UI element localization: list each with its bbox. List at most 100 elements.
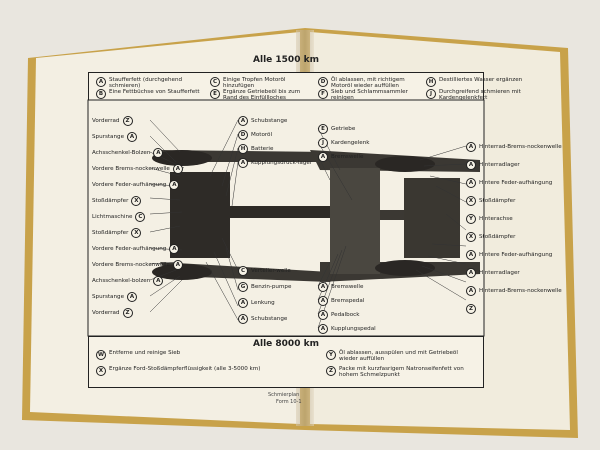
- label-text: Bremswelle: [331, 284, 364, 290]
- lubrication-code-icon: C: [210, 77, 220, 87]
- interval-1500-title: Alle 1500 km: [253, 55, 319, 65]
- label-text: Hinterachse: [479, 216, 513, 222]
- lubrication-code-icon: E: [318, 124, 328, 134]
- lubrication-code-icon: A: [238, 158, 248, 168]
- lubrication-code-icon: A: [466, 178, 476, 188]
- label-text: Schubstange: [251, 316, 288, 322]
- label-text: Hinterrad-Brems-nockenwelle: [479, 288, 562, 294]
- lubrication-code-icon: F: [318, 89, 328, 99]
- label-text: Staufferfett (durchgehend schmieren): [109, 77, 183, 90]
- label-text: Eine Fettbüchse von Staufferfett: [109, 89, 200, 95]
- lubrication-code-icon: A: [466, 268, 476, 278]
- lubrication-code-icon: X: [466, 232, 476, 242]
- label-text: Einige Tropfen Motoröl hinzufügen: [223, 77, 286, 90]
- lubrication-code-icon: A: [318, 324, 328, 334]
- lubrication-code-icon: H: [426, 77, 436, 87]
- label-text: Benzin-pumpe: [251, 284, 292, 290]
- label-text: Kardengelenk: [331, 140, 370, 146]
- label-text: Vordere Feder-aufhängung: [92, 246, 167, 252]
- lubrication-code-icon: Z: [122, 308, 133, 318]
- lubrication-code-icon: A: [238, 314, 248, 324]
- label-text: Achsschenkel-bolzen: [92, 278, 151, 284]
- label-text: Destilliertes Wasser ergänzen: [439, 77, 523, 83]
- label-text: Kupplungspedal: [331, 326, 376, 332]
- interval-8000-box: Alle 8000 km: [88, 336, 484, 388]
- label-text: Bremswelle: [331, 154, 364, 160]
- lubrication-code-icon: A: [238, 298, 248, 308]
- page-footer-title: Schmierplan: [268, 392, 300, 398]
- label-text: Stoßdämpfer: [479, 234, 516, 240]
- page-footer-form: Form 10-1: [276, 399, 302, 405]
- lubrication-code-icon: A: [153, 276, 164, 286]
- lubrication-code-icon: J: [318, 138, 328, 148]
- label-text: Hinterradlager: [479, 162, 520, 168]
- lubrication-code-icon: H: [238, 144, 248, 154]
- label-text: Lenkung: [251, 300, 275, 306]
- label-text: Pedalbock: [331, 312, 360, 318]
- label-text: Hintere Feder-aufhängung: [479, 180, 553, 186]
- lubrication-code-icon: C: [135, 212, 146, 222]
- label-text: Stoßdämpfer: [92, 198, 129, 204]
- lubrication-code-icon: A: [238, 116, 248, 126]
- lubrication-code-icon: A: [127, 292, 138, 302]
- label-text: Kupplungsdruck-lager: [251, 160, 313, 166]
- interval-1500-box: Alle 1500 km: [88, 55, 484, 102]
- lubrication-code-icon: C: [238, 266, 248, 276]
- label-text: Sieb und Schlammsammler reinigen: [331, 89, 408, 102]
- label-text: Vorderrad: [92, 118, 120, 124]
- lubrication-code-icon: A: [318, 296, 328, 306]
- lubrication-code-icon: A: [466, 160, 476, 170]
- label-text: Hintere Feder-aufhängung: [479, 252, 553, 258]
- lubrication-code-icon: A: [466, 250, 476, 260]
- label-text: Motoröl: [251, 132, 273, 138]
- label-text: Batterie: [251, 146, 274, 152]
- lubrication-code-icon: X: [131, 228, 142, 238]
- lubrication-code-icon: A: [318, 152, 328, 162]
- label-text: Packe mit kurzfasrigem Natronseifenfett …: [339, 366, 464, 379]
- wheels: [152, 150, 435, 280]
- label-text: Vordere Feder-aufhängung: [92, 182, 167, 188]
- lubrication-code-icon: X: [96, 366, 106, 376]
- interval-8000-title: Alle 8000 km: [253, 339, 319, 349]
- label-text: Vordere Brems-nockenwelle: [92, 166, 170, 172]
- lubrication-code-icon: A: [127, 132, 138, 142]
- label-text: Hinterrad-Brems-nockenwelle: [479, 144, 562, 150]
- lubrication-code-icon: W: [96, 350, 106, 360]
- label-text: Vordere Brems-nockenwelle: [92, 262, 170, 268]
- label-text: Achsschenkel-Bolzen: [92, 150, 151, 156]
